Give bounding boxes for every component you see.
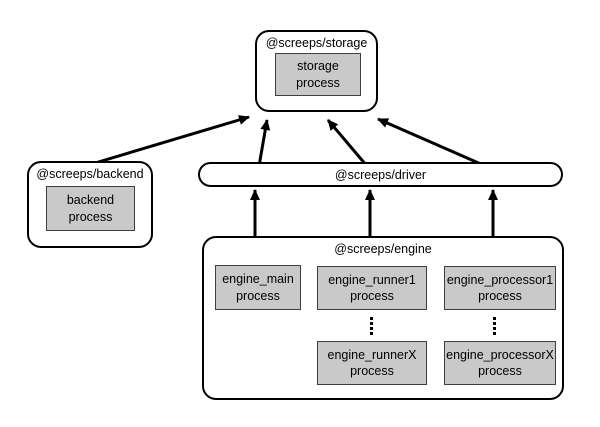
- engine-processorX-process-box: engine_processorX process: [444, 341, 556, 385]
- backend-node-title: @screeps/backend: [36, 167, 144, 181]
- storage-process-line2: process: [296, 75, 340, 90]
- engine-processorX-process-line1: engine_processorX: [446, 347, 554, 362]
- engine-main-process-line2: process: [236, 288, 280, 303]
- engine-processorX-process-line2: process: [478, 364, 522, 378]
- storage-node: @screeps/storage storage process: [255, 30, 378, 112]
- engine-main-process-box: engine_main process: [215, 265, 301, 310]
- engine-runner1-process-line1: engine_runner1: [328, 272, 416, 287]
- vertical-ellipsis-icon: [493, 317, 496, 335]
- storage-process-box: storage process: [275, 53, 361, 96]
- backend-node: @screeps/backend backend process: [27, 161, 153, 248]
- engine-processor1-process-line2: process: [478, 289, 522, 303]
- driver-node-title: @screeps/driver: [334, 167, 427, 182]
- engine-runnerX-process-line1: engine_runnerX: [327, 347, 417, 362]
- arrow-backend-to-storage: [84, 115, 250, 168]
- engine-processor1-process-line1: engine_processor1: [446, 272, 554, 287]
- storage-process-line1: storage: [297, 59, 339, 74]
- engine-node-title: @screeps/engine: [334, 242, 432, 256]
- engine-node: @screeps/engine engine_main process engi…: [202, 236, 564, 400]
- engine-main-process-line1: engine_main: [222, 272, 294, 287]
- engine-runner1-process-line2: process: [350, 289, 394, 303]
- storage-node-title: @screeps/storage: [265, 36, 368, 50]
- vertical-ellipsis-icon: [370, 317, 373, 335]
- backend-process-box: backend process: [46, 186, 135, 231]
- engine-runner1-process-box: engine_runner1 process: [317, 266, 427, 310]
- backend-process-line1: backend: [66, 193, 115, 208]
- backend-process-line2: process: [68, 209, 113, 224]
- engine-processor1-process-box: engine_processor1 process: [444, 266, 556, 310]
- arrow-driver-to-storage-right: [377, 117, 491, 170]
- driver-node: @screeps/driver: [198, 162, 563, 187]
- engine-runnerX-process-box: engine_runnerX process: [317, 341, 427, 385]
- engine-runnerX-process-line2: process: [350, 364, 394, 378]
